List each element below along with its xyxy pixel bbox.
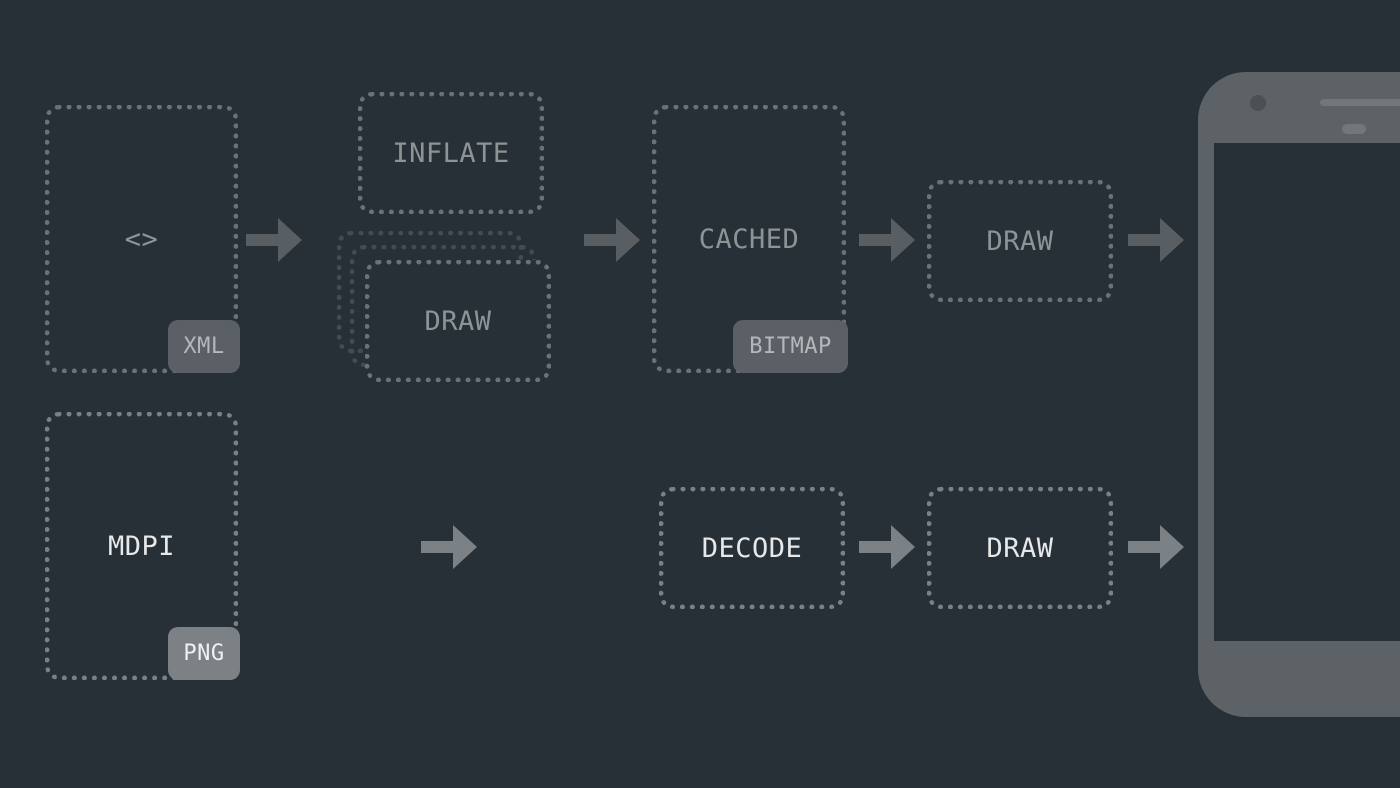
final-draw-box-bottom: DRAW: [927, 487, 1113, 609]
inflate-label: INFLATE: [392, 137, 510, 169]
arrow-right-icon: [859, 218, 915, 262]
phone-camera: [1250, 95, 1266, 111]
xml-tag: XML: [168, 320, 240, 373]
arrow-right-icon: [421, 525, 477, 569]
arrow-right-icon: [584, 218, 640, 262]
phone-speaker: [1320, 99, 1400, 106]
xml-source-label: <>: [124, 223, 159, 255]
arrow-right-icon: [246, 218, 302, 262]
phone-icon: [1198, 72, 1400, 717]
draw-label-stacked: DRAW: [424, 305, 492, 337]
draw-box-stacked: DRAW: [365, 260, 551, 382]
xml-source-box: <>: [45, 105, 238, 373]
cached-label: CACHED: [698, 223, 800, 255]
phone-screen: [1214, 143, 1400, 641]
decode-label: DECODE: [701, 532, 803, 564]
inflate-box: INFLATE: [358, 92, 544, 214]
png-source-box: MDPI: [45, 412, 238, 680]
arrow-right-icon: [1128, 525, 1184, 569]
decode-box: DECODE: [659, 487, 845, 609]
png-tag: PNG: [168, 627, 240, 680]
arrow-right-icon: [1128, 218, 1184, 262]
bitmap-tag: BITMAP: [733, 320, 848, 373]
png-source-label: MDPI: [107, 530, 176, 562]
phone-sensor: [1342, 124, 1366, 134]
final-draw-box-top: DRAW: [927, 180, 1113, 302]
arrow-right-icon: [859, 525, 915, 569]
final-draw-label-top: DRAW: [986, 225, 1054, 257]
final-draw-label-bottom: DRAW: [986, 532, 1054, 564]
